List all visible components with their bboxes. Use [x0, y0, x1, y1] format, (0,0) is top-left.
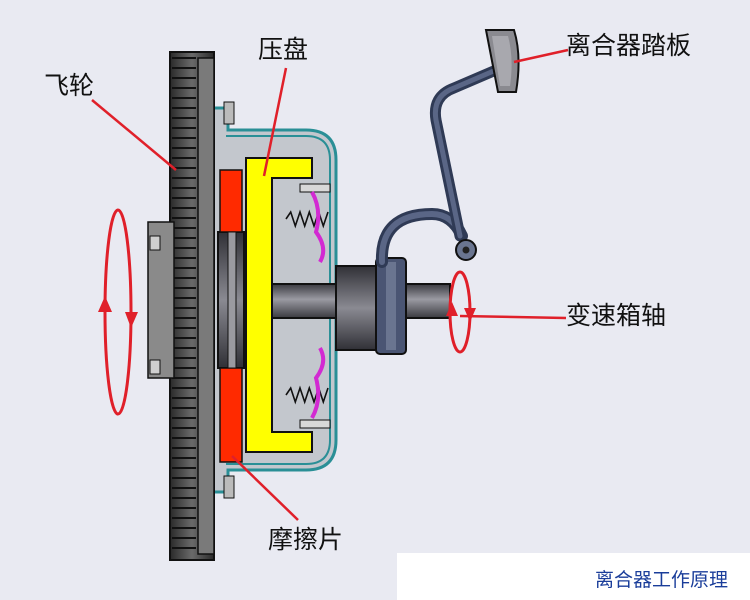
label-pressure-plate: 压盘 [258, 35, 309, 64]
label-flywheel: 飞轮 [44, 71, 95, 100]
friction-disc [219, 169, 243, 463]
label-gearbox-shaft: 变速箱轴 [566, 301, 667, 330]
flywheel-teeth [172, 57, 196, 549]
spring-top [285, 209, 329, 229]
leader-lines [91, 48, 569, 521]
spring-bottom [285, 385, 329, 405]
pressure-springs [285, 183, 331, 429]
rotation-arrowheads [98, 296, 476, 328]
diagram-caption: 离合器工作原理 [594, 569, 728, 591]
clutch-pedal [375, 29, 520, 268]
pressure-plate [245, 157, 313, 453]
label-clutch-pedal: 离合器踏板 [566, 31, 692, 60]
label-friction-disc: 摩擦片 [268, 525, 344, 554]
caption-box: 离合器工作原理 [397, 553, 750, 600]
flywheel [147, 51, 235, 561]
release-bearing [335, 257, 407, 355]
